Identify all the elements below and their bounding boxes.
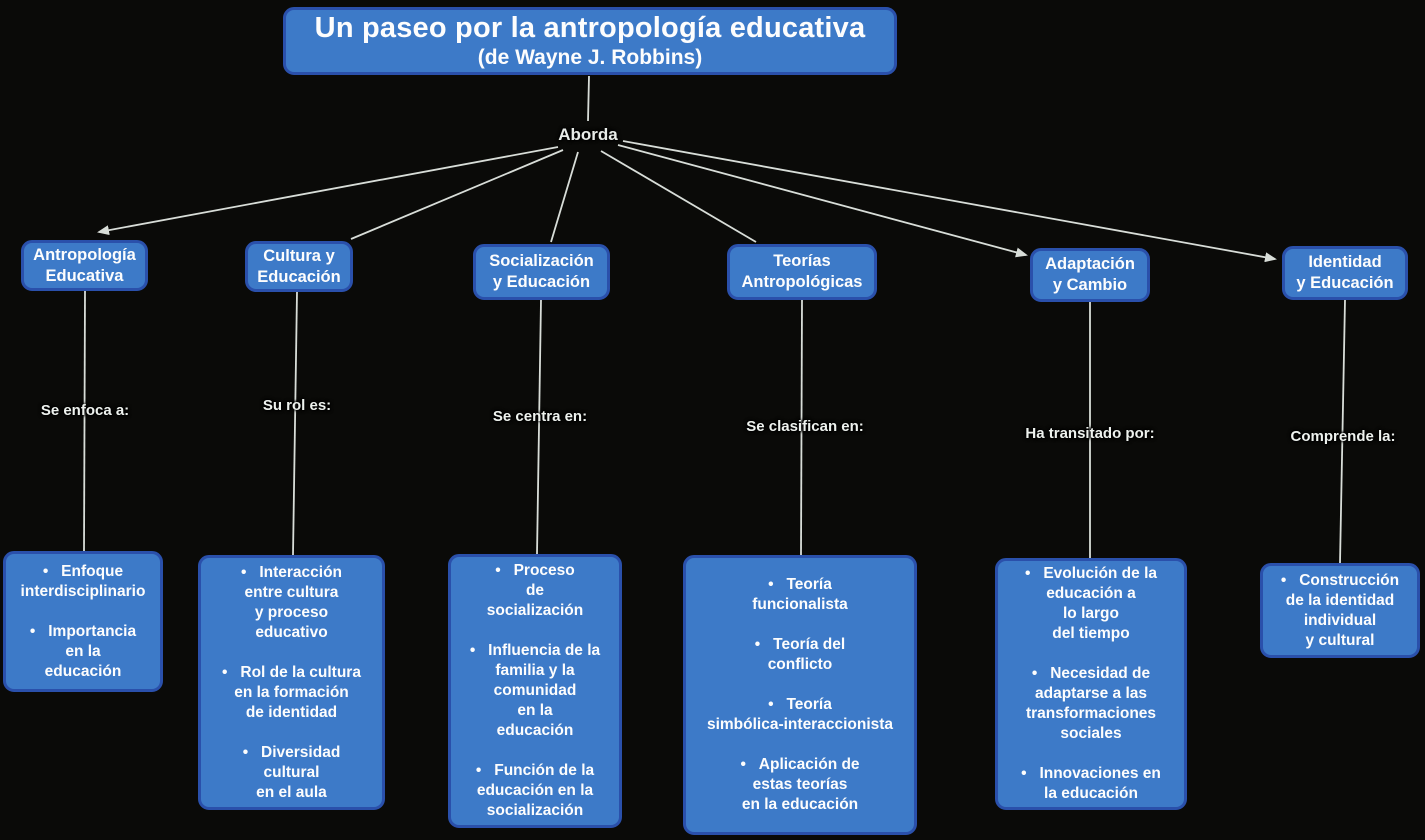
connector-aborda-to-antropologia xyxy=(97,146,559,236)
connector-aborda-to-teorias xyxy=(600,150,757,243)
topic-node-cultura-y-educacion: Cultura y Educación xyxy=(245,241,353,292)
bullet-item: • Interacción entre cultura y proceso ed… xyxy=(240,563,343,641)
detail-node-identidad-y-educacion: • Construcción de la identidad individua… xyxy=(1260,563,1420,658)
bullet-item: • Rol de la cultura en la formación de i… xyxy=(222,663,361,721)
map-title-node: Un paseo por la antropología educativa (… xyxy=(283,7,897,75)
detail-node-cultura-y-educacion: • Interacción entre cultura y proceso ed… xyxy=(198,555,385,810)
map-subtitle: (de Wayne J. Robbins) xyxy=(477,46,703,70)
topic-node-teorias-antropologicas: Teorías Antropológicas xyxy=(727,244,877,300)
connector-aborda-to-adaptacion xyxy=(617,144,1028,258)
topic-node-identidad-y-educacion: Identidad y Educación xyxy=(1282,246,1408,300)
root-link-label: Aborda xyxy=(558,125,618,144)
relation-label-se-centra-en: Se centra en: xyxy=(492,408,588,425)
bullet-item: • Teoría funcionalista xyxy=(752,576,848,613)
detail-node-adaptacion-y-cambio: • Evolución de la educación a lo largo d… xyxy=(995,558,1187,810)
connector-antropologia-to-detail xyxy=(83,290,86,552)
connector-aborda-to-socializacion xyxy=(550,151,579,243)
connector-teorias-to-detail xyxy=(800,299,803,556)
topic-node-adaptacion-y-cambio: Adaptación y Cambio xyxy=(1030,248,1150,302)
bullet-item: • Enfoque interdisciplinario xyxy=(20,562,146,600)
connector-aborda-to-identidad xyxy=(622,140,1277,263)
topic-node-socializacion-y-educacion: Socialización y Educación xyxy=(473,244,610,300)
connector-cultura-to-detail xyxy=(292,291,298,556)
connector-identidad-to-detail xyxy=(1339,299,1346,564)
detail-node-antropologia-educativa: • Enfoque interdisciplinario • Importanc… xyxy=(3,551,163,692)
bullet-item: • Diversidad cultural en el aula xyxy=(242,743,341,801)
detail-node-socializacion-y-educacion: • Proceso de socialización • Influencia … xyxy=(448,554,622,828)
relation-label-ha-transitado-por: Ha transitado por: xyxy=(1025,425,1155,442)
detail-node-teorias-antropologicas: • Teoría funcionalista • Teoría del conf… xyxy=(683,555,917,835)
bullet-item: • Influencia de la familia y la comunida… xyxy=(469,642,601,739)
bullet-item: • Evolución de la educación a lo largo d… xyxy=(1024,565,1158,642)
bullet-item: • Función de la educación en la socializ… xyxy=(475,762,595,819)
relation-label-se-enfoca-a: Se enfoca a: xyxy=(40,402,130,419)
bullet-item: • Importancia en la educación xyxy=(29,622,137,680)
topic-node-antropologia-educativa: Antropología Educativa xyxy=(21,240,148,291)
connector-socializacion-to-detail xyxy=(536,299,542,555)
bullet-item: • Construcción de la identidad individua… xyxy=(1280,571,1400,649)
relation-label-se-clasifican-en: Se clasifican en: xyxy=(746,418,864,435)
connector-title-to-aborda xyxy=(587,75,590,122)
relation-label-su-rol-es: Su rol es: xyxy=(262,397,332,414)
bullet-item: • Innovaciones en la educación xyxy=(1021,765,1161,802)
bullet-item: • Teoría del conflicto xyxy=(754,636,846,673)
bullet-item: • Aplicación de estas teorías en la educ… xyxy=(740,756,860,813)
map-title: Un paseo por la antropología educativa xyxy=(314,11,866,44)
connector-aborda-to-cultura xyxy=(350,149,564,240)
relation-label-comprende-la: Comprende la: xyxy=(1290,428,1396,445)
bullet-item: • Necesidad de adaptarse a las transform… xyxy=(1025,665,1157,742)
bullet-item: • Proceso de socialización xyxy=(486,562,584,619)
bullet-item: • Teoría simbólica-interaccionista xyxy=(706,696,894,733)
